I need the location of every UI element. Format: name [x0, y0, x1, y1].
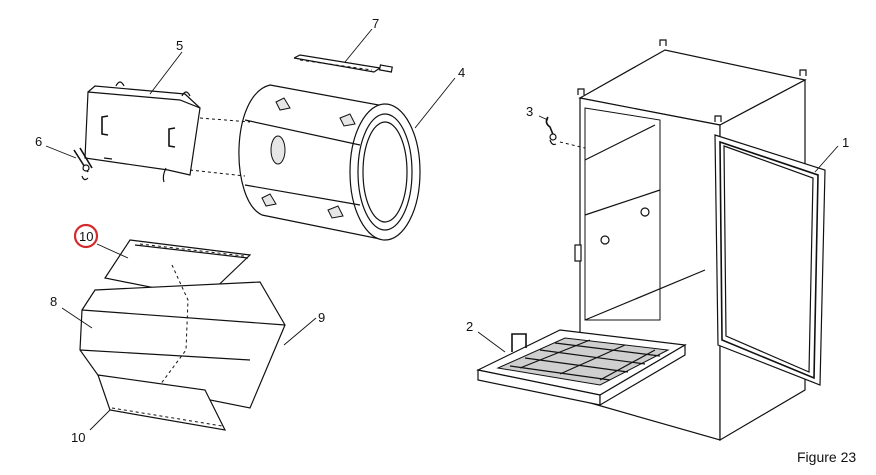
part-6-latch[interactable] [73, 147, 93, 181]
part-5-bracket-plate[interactable] [84, 81, 201, 183]
callout-10-lower: 10 [71, 430, 85, 445]
callout-2: 2 [466, 319, 473, 334]
callout-10-upper: 10 [79, 229, 93, 244]
callout-9: 9 [318, 310, 325, 325]
part-3-hook[interactable] [545, 116, 557, 146]
leader-lines [45, 28, 839, 431]
tray-mesh [509, 339, 661, 381]
callout-10-highlight-ring [73, 223, 99, 249]
callout-1: 1 [842, 135, 849, 150]
part-10-lower-strip[interactable] [97, 374, 227, 431]
callout-7: 7 [372, 16, 379, 31]
figure-caption: Figure 23 [797, 449, 856, 465]
part-2-tray[interactable] [476, 329, 687, 407]
callout-4: 4 [458, 65, 465, 80]
part-4-drum[interactable] [189, 84, 421, 241]
callout-8: 8 [50, 294, 57, 309]
part-1-door[interactable] [714, 134, 826, 386]
part-8-9-shroud[interactable] [79, 264, 286, 409]
callout-5: 5 [176, 38, 183, 53]
callout-6: 6 [35, 134, 42, 149]
part-7-rod[interactable] [293, 54, 393, 73]
callout-labels: 1 2 3 4 5 6 7 8 9 10 10 [35, 16, 849, 445]
callout-3: 3 [526, 104, 533, 119]
